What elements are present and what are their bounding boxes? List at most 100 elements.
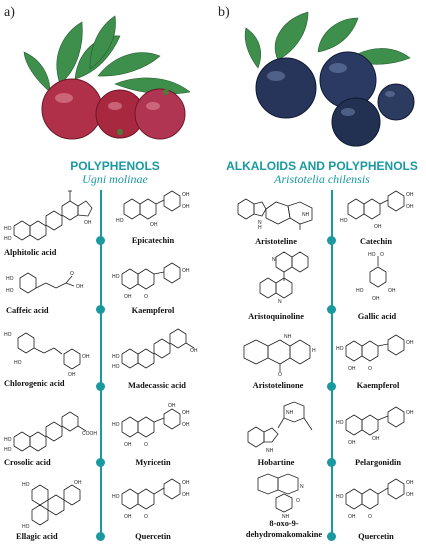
panel-a-node-4 <box>96 458 105 467</box>
aristotelia-leaves <box>244 11 411 69</box>
aristotelinone-structure: NH H O <box>243 334 316 378</box>
svg-text:NH: NH <box>286 410 294 416</box>
compound-kaempferol-a: Kaempferol <box>131 306 175 315</box>
compound-chlorogenic-acid: Chlorogenic acid <box>4 379 65 388</box>
svg-text:HO: HO <box>4 447 12 453</box>
svg-text:OH: OH <box>372 296 380 302</box>
svg-text:HO: HO <box>356 288 364 294</box>
svg-text:N: N <box>258 220 262 226</box>
kaempferol-b-structure: OH HO OH O <box>336 334 414 372</box>
svg-text:H: H <box>258 225 262 231</box>
quercetin-b-structure: OH OH HO OH O <box>336 478 414 520</box>
svg-text:HO: HO <box>6 276 14 282</box>
madecassic-acid-structure: HO HO OH <box>112 328 198 370</box>
svg-text:HO: HO <box>112 494 120 500</box>
svg-text:NH: NH <box>284 334 292 340</box>
svg-text:O: O <box>144 442 148 448</box>
compound-crosolic-acid: Crosolic acid <box>4 458 51 467</box>
crosolic-acid-structure: HO HO COOH <box>4 411 97 453</box>
ugni-leaves <box>23 15 191 95</box>
svg-text:HO: HO <box>22 524 30 530</box>
kaempferol-a-structure: OH HO OH O <box>112 262 190 300</box>
panel-a-node-3 <box>96 382 105 391</box>
panel-b-node-4 <box>327 458 336 467</box>
compound-ellagic-acid: Ellagic acid <box>16 532 58 541</box>
gallic-acid-structure: HO O HO OH OH <box>356 252 396 302</box>
svg-text:HO: HO <box>112 354 120 360</box>
compound-aristotelinone: Aristotelinone <box>252 381 304 390</box>
oxo-dehydromakomakine-structure: N O NH <box>257 473 304 520</box>
svg-text:OH: OH <box>182 268 190 274</box>
epicatechin-structure: OH OH HO OH <box>116 190 190 228</box>
caffeic-acid-structure: HO HO OH O <box>6 271 84 294</box>
svg-text:O: O <box>380 252 384 258</box>
panel-b-species: Aristotelia chilensis <box>274 172 370 186</box>
panel-a-species: Ugni molinae <box>82 172 148 186</box>
compound-dehydromakomakine-line2: dehydromakomakine <box>245 530 323 539</box>
svg-text:H: H <box>312 348 316 354</box>
svg-text:NH: NH <box>302 212 310 218</box>
compound-alphitolic-acid: Alphitolic acid <box>4 248 57 257</box>
compound-kaempferol-b: Kaempferol <box>356 381 400 390</box>
panel-b-heading: ALKALOIDS AND POLYPHENOLS <box>226 159 418 173</box>
svg-text:OH: OH <box>182 422 190 428</box>
svg-text:OH: OH <box>406 192 414 198</box>
svg-text:OH: OH <box>182 480 190 486</box>
compound-gallic-acid: Gallic acid <box>357 312 397 321</box>
svg-text:OH: OH <box>374 224 382 230</box>
svg-text:OH: OH <box>68 372 76 378</box>
svg-text:OH: OH <box>168 403 176 409</box>
svg-text:HO: HO <box>336 346 344 352</box>
svg-text:OH: OH <box>182 192 190 198</box>
svg-text:OH: OH <box>348 514 356 520</box>
svg-text:OH: OH <box>406 204 414 210</box>
compound-pelargonidin: Pelargonidin <box>354 458 402 467</box>
svg-text:OH: OH <box>406 340 414 346</box>
aristotelia-berry-3 <box>331 97 381 147</box>
svg-text:N: N <box>272 257 276 263</box>
panel-b-timeline <box>331 190 333 540</box>
svg-text:OH: OH <box>82 354 90 360</box>
aristoteline-structure: N H NH <box>237 198 313 231</box>
svg-text:O: O <box>70 271 74 277</box>
panel-a-timeline <box>100 190 102 540</box>
panel-a-node-2 <box>96 305 105 314</box>
catechin-structure: OH OH HO OH <box>340 190 414 230</box>
svg-text:HO: HO <box>6 288 14 294</box>
chlorogenic-acid-structure: HO HO OH OH <box>4 332 90 378</box>
panel-b-node-1 <box>327 236 336 245</box>
hobartine-structure: NH NH <box>247 401 313 454</box>
svg-text:OH: OH <box>124 442 132 448</box>
svg-text:O: O <box>368 366 372 372</box>
aristotelia-berries <box>255 51 415 147</box>
svg-text:HO: HO <box>112 422 120 428</box>
svg-text:OH: OH <box>406 480 414 486</box>
svg-text:OH: OH <box>124 294 132 300</box>
svg-text:O: O <box>368 514 372 520</box>
svg-text:OH: OH <box>372 436 380 442</box>
svg-text:HO: HO <box>4 226 12 232</box>
panel-a-node-1 <box>96 236 105 245</box>
myricetin-structure: OH OH OH HO OH O <box>112 403 190 448</box>
aristotelia-berries-illustration <box>244 11 415 147</box>
compound-aristoteline: Aristoteline <box>255 237 297 246</box>
panel-b-node-3 <box>327 382 336 391</box>
svg-text:COOH: COOH <box>82 431 97 437</box>
aristoquinoline-structure: N N <box>259 251 309 305</box>
svg-text:O: O <box>296 498 300 504</box>
quercetin-a-structure: OH OH HO OH O <box>112 478 190 520</box>
aristotelia-berry-4 <box>377 83 415 121</box>
panel-a-heading: POLYPHENOLS <box>70 159 160 173</box>
svg-text:HO: HO <box>340 218 348 224</box>
panel-a-node-5 <box>96 532 105 541</box>
compound-8-oxo-9-line1: 8-oxo-9- <box>269 519 299 528</box>
alphitolic-acid-structure: HO HO OH <box>4 190 93 242</box>
svg-text:HO: HO <box>336 494 344 500</box>
svg-text:HO: HO <box>116 218 124 224</box>
compound-aristoquinoline: Aristoquinoline <box>248 312 304 321</box>
pelargonidin-structure: OH HO OH OH <box>336 406 414 446</box>
compound-catechin: Catechin <box>359 237 393 246</box>
svg-text:HO: HO <box>22 482 30 488</box>
panel-b-node-2 <box>327 305 336 314</box>
svg-text:OH: OH <box>406 492 414 498</box>
